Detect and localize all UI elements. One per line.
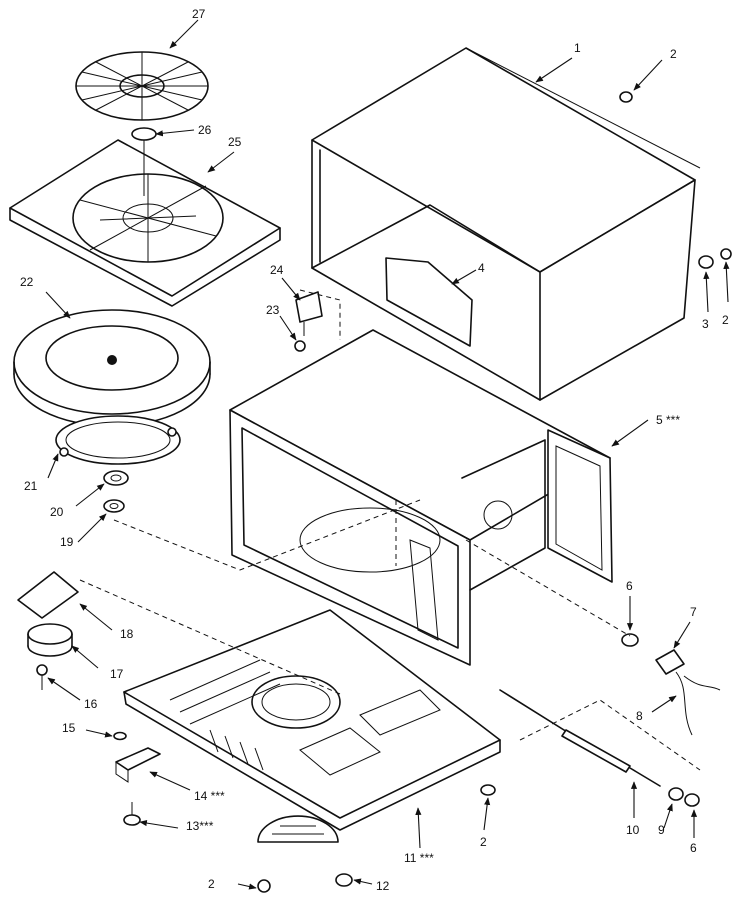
label-plate bbox=[385, 257, 473, 347]
label-6-lower: 6 bbox=[690, 841, 697, 855]
foot-screw-2 bbox=[257, 879, 271, 893]
label-4: 4 bbox=[478, 261, 485, 275]
screw-side bbox=[720, 248, 732, 260]
label-10: 10 bbox=[626, 823, 640, 837]
hinge-bracket bbox=[115, 747, 161, 783]
roller-ring bbox=[55, 415, 181, 465]
screw-16 bbox=[36, 664, 48, 690]
bottom-cover bbox=[257, 815, 339, 843]
washer-6 bbox=[684, 793, 700, 807]
label-2-side: 2 bbox=[722, 313, 729, 327]
turntable-motor bbox=[27, 623, 73, 657]
washer bbox=[103, 499, 125, 513]
shaft-bushing bbox=[103, 470, 129, 486]
glass-turntable bbox=[13, 309, 211, 427]
label-18: 18 bbox=[120, 627, 134, 641]
label-22: 22 bbox=[20, 275, 34, 289]
label-17: 17 bbox=[110, 667, 124, 681]
door-switch bbox=[295, 291, 323, 336]
motor-bracket bbox=[17, 571, 79, 619]
label-14: 14 *** bbox=[194, 789, 225, 803]
label-20: 20 bbox=[50, 505, 64, 519]
label-7: 7 bbox=[690, 605, 697, 619]
label-12: 12 bbox=[376, 879, 390, 893]
inner-chassis bbox=[229, 329, 613, 666]
label-6-upper: 6 bbox=[626, 579, 633, 593]
foot-12 bbox=[335, 873, 353, 887]
stirrer-fan bbox=[75, 51, 209, 121]
leader-lines bbox=[45, 19, 730, 890]
bushing-6 bbox=[621, 633, 639, 647]
foot-13 bbox=[123, 802, 141, 826]
label-5: 5 *** bbox=[656, 413, 680, 427]
label-16: 16 bbox=[84, 697, 98, 711]
base-plate bbox=[123, 609, 501, 831]
outer-cabinet bbox=[311, 47, 701, 401]
label-27: 27 bbox=[192, 7, 206, 21]
label-21: 21 bbox=[24, 479, 38, 493]
label-9: 9 bbox=[658, 823, 665, 837]
screw-small bbox=[294, 340, 306, 352]
part-labels: 1 2 3 2 4 5 *** 6 7 8 10 9 6 2 11 *** 12… bbox=[20, 7, 729, 893]
screw-top bbox=[619, 91, 633, 103]
label-11: 11 *** bbox=[404, 851, 434, 865]
label-13: 13*** bbox=[186, 819, 214, 833]
wire-harness bbox=[675, 671, 721, 736]
washer-9 bbox=[668, 787, 684, 801]
label-8: 8 bbox=[636, 709, 643, 723]
washer-3 bbox=[698, 255, 714, 269]
label-3: 3 bbox=[702, 317, 709, 331]
label-1: 1 bbox=[574, 41, 581, 55]
label-2-top: 2 bbox=[670, 47, 677, 61]
label-25: 25 bbox=[228, 135, 242, 149]
lamp-socket bbox=[655, 649, 685, 675]
label-2-bottom: 2 bbox=[208, 877, 215, 891]
washer-15 bbox=[113, 731, 127, 741]
label-2-base: 2 bbox=[480, 835, 487, 849]
label-26: 26 bbox=[198, 123, 212, 137]
label-15: 15 bbox=[62, 721, 76, 735]
label-24: 24 bbox=[270, 263, 284, 277]
label-19: 19 bbox=[60, 535, 74, 549]
shaft-rod bbox=[499, 689, 661, 787]
turntable-tray bbox=[9, 139, 281, 307]
coupler bbox=[131, 127, 157, 196]
label-23: 23 bbox=[266, 303, 280, 317]
foot-2-right bbox=[480, 784, 496, 796]
